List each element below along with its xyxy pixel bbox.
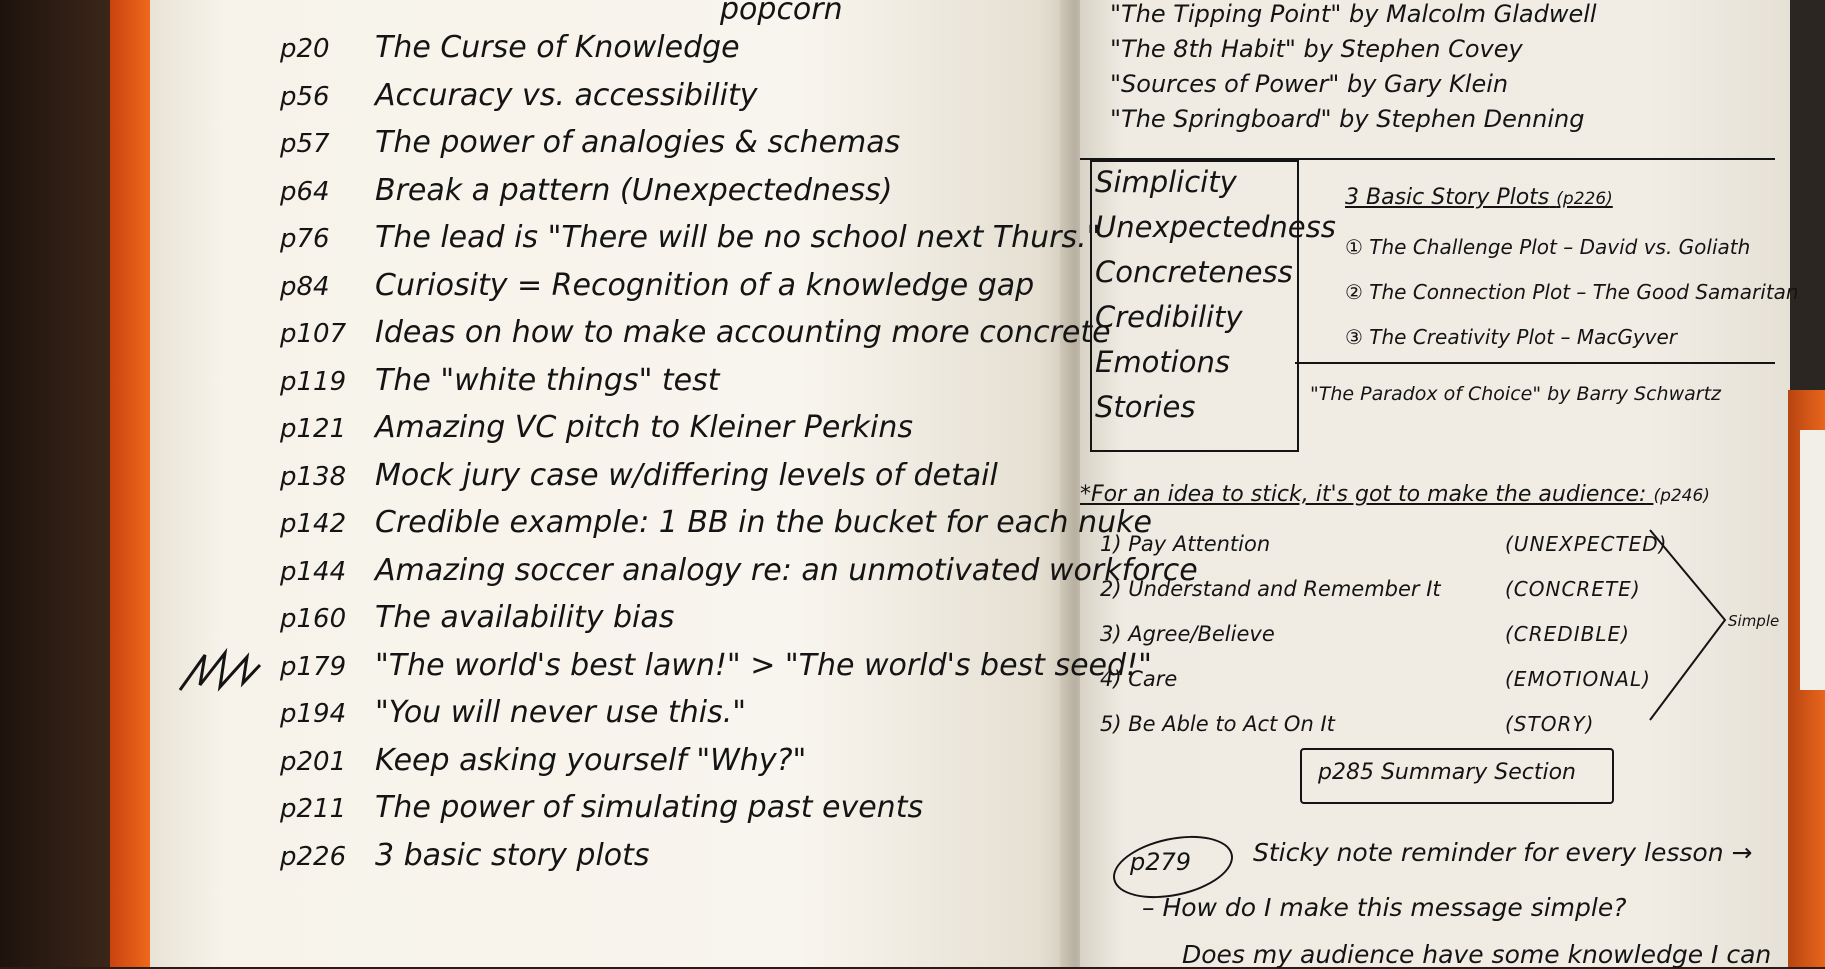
stickiness-tag: (STORY)	[1505, 712, 1595, 736]
success-word: Stories	[1095, 390, 1196, 424]
index-note: Amazing VC pitch to Kleiner Perkins	[375, 410, 914, 445]
index-note: Credible example: 1 BB in the bucket for…	[375, 505, 1152, 540]
success-word: Credibility	[1095, 300, 1243, 334]
index-page-number: p20	[280, 34, 330, 64]
success-word: Unexpectedness	[1095, 210, 1336, 244]
index-page-number: p160	[280, 604, 347, 634]
index-row: p179 "The world's best lawn!" > "The worl…	[280, 648, 1152, 688]
index-note: Accuracy vs. accessibility	[375, 77, 758, 113]
stickiness-step: 2) Understand and Remember It	[1100, 577, 1441, 601]
index-row: p119 The "white things" test	[280, 363, 720, 403]
summary-text: p285 Summary Section	[1318, 760, 1576, 785]
partial-top-line: popcorn	[720, 0, 843, 27]
index-row: p56 Accuracy vs. accessibility	[280, 78, 757, 118]
index-row: p160 The availability bias	[280, 600, 674, 640]
story-plot: ③ The Creativity Plot – MacGyver	[1345, 325, 1678, 349]
notebook-page-left	[150, 0, 1075, 967]
paradox-reference: "The Paradox of Choice" by Barry Schwart…	[1310, 383, 1722, 405]
index-note: 3 basic story plots	[375, 837, 650, 873]
stickiness-tag: (CREDIBLE)	[1505, 622, 1630, 646]
index-row: p107 Ideas on how to make accounting more…	[280, 315, 1111, 355]
index-page-number: p144	[280, 556, 347, 587]
index-row: p211 The power of simulating past events	[280, 790, 923, 830]
stickiness-tag: (UNEXPECTED)	[1505, 532, 1668, 556]
book-title-line: "The 8th Habit" by Stephen Covey	[1110, 35, 1523, 63]
index-note: Amazing soccer analogy re: an unmotivate…	[375, 552, 1198, 588]
sticky-page-ref: p279	[1130, 848, 1192, 876]
success-word: Simplicity	[1095, 165, 1237, 199]
index-note: Curiosity = Recognition of a knowledge g…	[375, 267, 1035, 303]
index-page-number: p201	[280, 746, 347, 777]
summary-box	[1300, 748, 1614, 804]
stickiness-tag: (EMOTIONAL)	[1505, 667, 1651, 691]
success-word: Emotions	[1095, 345, 1230, 379]
stickiness-step: 5) Be Able to Act On It	[1100, 712, 1335, 736]
story-plots-title: 3 Basic Story Plots (p226)	[1345, 185, 1613, 210]
index-page-number: p194	[280, 699, 347, 729]
index-page-number: p119	[280, 366, 347, 397]
desk-edge-right	[1790, 0, 1825, 390]
index-page-number: p107	[280, 319, 347, 349]
index-page-number: p64	[280, 176, 330, 207]
stick-heading: *For an idea to stick, it's got to make …	[1080, 482, 1710, 507]
index-row: p142 Credible example: 1 BB in the bucket…	[280, 505, 1152, 545]
index-row: p84 Curiosity = Recognition of a knowledg…	[280, 268, 1034, 308]
story-plot: ① The Challenge Plot – David vs. Goliath	[1345, 235, 1751, 259]
index-note: Break a pattern (Unexpectedness)	[375, 172, 893, 208]
index-row: p144 Amazing soccer analogy re: an unmoti…	[280, 553, 1198, 593]
index-note: The lead is "There will be no school nex…	[375, 220, 1101, 255]
success-word: Concreteness	[1095, 255, 1293, 289]
index-note: The power of simulating past events	[375, 790, 924, 825]
scribble-mark	[178, 647, 262, 692]
index-page-number: p121	[280, 414, 347, 444]
index-page-number: p211	[280, 794, 347, 824]
index-page-number: p138	[280, 461, 347, 492]
index-note: Keep asking yourself "Why?"	[375, 742, 807, 778]
underlying-book-page	[1800, 430, 1825, 690]
index-row: p64 Break a pattern (Unexpectedness)	[280, 173, 892, 213]
simple-brace	[1649, 529, 1727, 721]
stickiness-step: 3) Agree/Believe	[1100, 622, 1275, 646]
index-note: Ideas on how to make accounting more con…	[375, 315, 1111, 350]
audience-knowledge-line: Does my audience have some knowledge I c…	[1182, 940, 1772, 969]
success-acronym-box	[1090, 160, 1299, 452]
index-page-number: p179	[280, 651, 347, 682]
index-row: p76 The lead is "There will be no school …	[280, 220, 1100, 260]
story-plot: ② The Connection Plot – The Good Samarit…	[1345, 280, 1799, 304]
sticky-note-line: Sticky note reminder for every lesson →	[1253, 838, 1753, 867]
simple-label: Simple	[1728, 612, 1780, 630]
index-page-number: p56	[280, 81, 330, 112]
index-page-number: p57	[280, 129, 330, 159]
divider-top	[1080, 158, 1775, 160]
stickiness-step: 4) Care	[1100, 667, 1178, 691]
index-row: p194 "You will never use this."	[280, 695, 746, 735]
index-row: p138 Mock jury case w/differing levels of…	[280, 458, 998, 498]
stickiness-tag: (CONCRETE)	[1505, 577, 1641, 601]
index-row: p201 Keep asking yourself "Why?"	[280, 743, 806, 783]
index-row: p20 The Curse of Knowledge	[280, 30, 740, 70]
book-title-line: "The Springboard" by Stephen Denning	[1110, 105, 1585, 133]
index-page-number: p226	[280, 841, 347, 872]
book-title-line: "The Tipping Point" by Malcolm Gladwell	[1110, 0, 1597, 28]
index-note: The availability bias	[375, 600, 675, 635]
index-page-number: p76	[280, 224, 330, 254]
index-row: p121 Amazing VC pitch to Kleiner Perkins	[280, 410, 913, 450]
index-row: p226 3 basic story plots	[280, 838, 650, 878]
index-row: p57 The power of analogies & schemas	[280, 125, 900, 165]
index-note: The "white things" test	[375, 362, 720, 398]
index-page-number: p84	[280, 271, 330, 302]
ask-simple-line: – How do I make this message simple?	[1142, 893, 1627, 922]
index-note: The power of analogies & schemas	[375, 125, 901, 160]
index-page-number: p142	[280, 509, 347, 539]
index-note: "The world's best lawn!" > "The world's …	[375, 647, 1152, 683]
divider-plots	[1295, 362, 1775, 364]
index-note: The Curse of Knowledge	[375, 30, 740, 65]
index-note: Mock jury case w/differing levels of det…	[375, 457, 998, 493]
book-title-line: "Sources of Power" by Gary Klein	[1110, 70, 1509, 98]
stickiness-step: 1) Pay Attention	[1100, 532, 1271, 556]
index-note: "You will never use this."	[375, 695, 747, 730]
